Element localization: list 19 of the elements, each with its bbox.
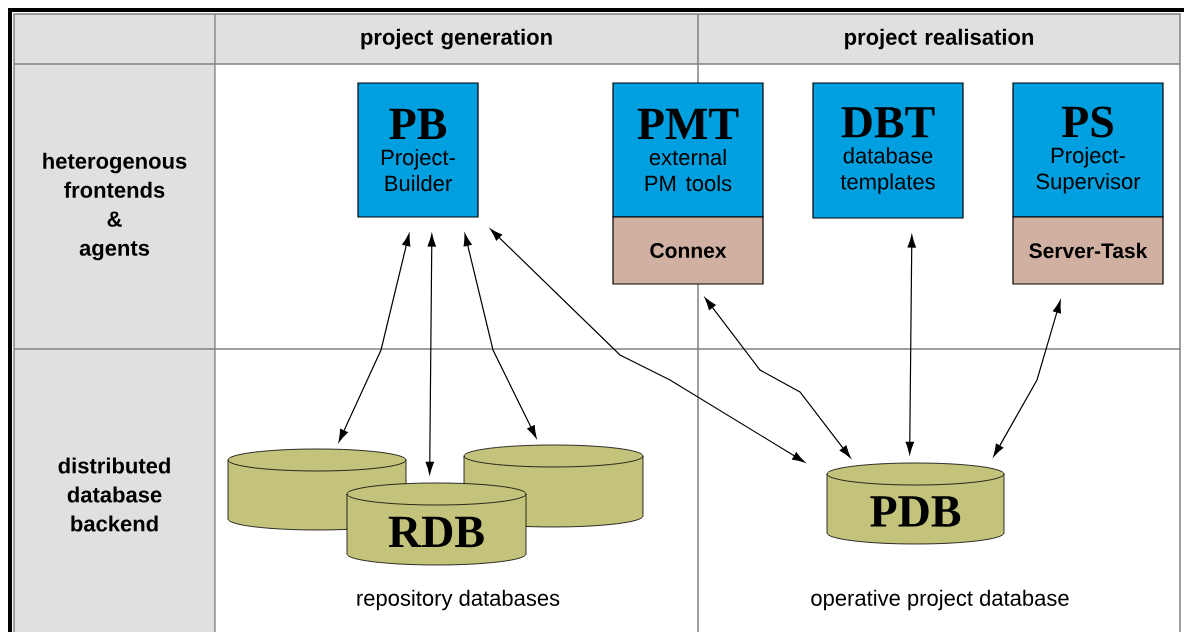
interface-band: Server-Task bbox=[1012, 216, 1164, 285]
arrow bbox=[993, 300, 1061, 457]
row-header: distributed database backend bbox=[14, 349, 215, 632]
database-cylinder: PDB bbox=[826, 462, 1005, 545]
component-box: PS Project-Supervisor bbox=[1012, 82, 1164, 218]
component-box: PMT external PM tools bbox=[612, 82, 764, 218]
arrow bbox=[704, 297, 851, 458]
arrow bbox=[338, 233, 411, 442]
interface-band: Connex bbox=[612, 216, 764, 285]
database-cylinder: RDB bbox=[346, 482, 527, 566]
component-box: DBT database templates bbox=[812, 82, 964, 219]
arrow bbox=[425, 234, 436, 475]
column-header: project realisation bbox=[698, 14, 1180, 64]
arrow bbox=[490, 228, 805, 463]
arrow bbox=[463, 233, 537, 439]
arrow bbox=[905, 235, 916, 455]
component-box: PB Project-Builder bbox=[357, 82, 479, 218]
caption: operative project database bbox=[811, 589, 1069, 611]
caption: repository databases bbox=[357, 589, 560, 611]
